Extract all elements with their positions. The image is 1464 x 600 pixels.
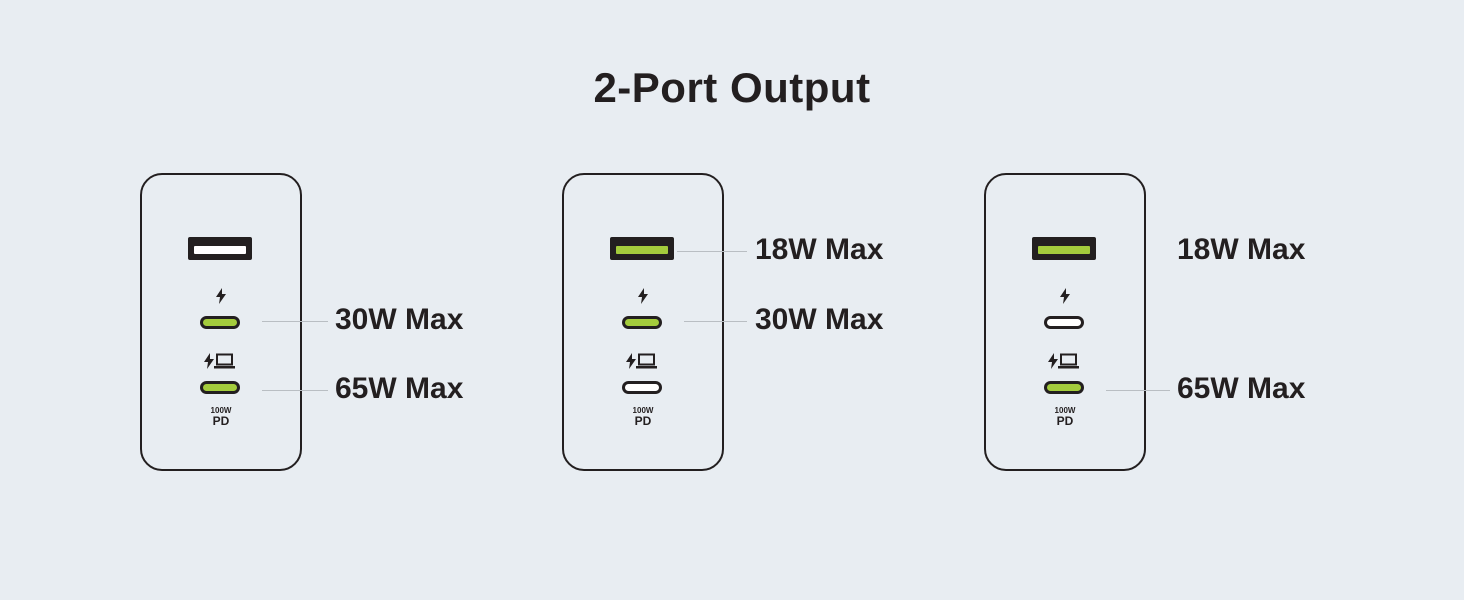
charger-config-2: 100W PD [562,173,724,471]
usb-a-port [610,237,674,260]
lightning-bolt-icon [638,288,648,304]
page-title: 2-Port Output [593,64,871,111]
leader-line-a [677,251,747,252]
lightning-bolt-icon [216,288,226,304]
usb-c-port-1 [1044,316,1084,329]
usb-c-port-2 [622,381,662,394]
output-label-c1: 30W Max [755,303,884,336]
usb-a-port-fill [616,246,668,254]
usb-c-port-1 [200,316,240,329]
pd-watt-label: 100W [632,406,654,415]
leader-line-c2 [262,390,328,391]
lightning-laptop-icon [204,353,235,369]
usb-c-port-1 [622,316,662,329]
usb-a-port-fill [194,246,246,254]
output-label-a: 18W Max [1177,233,1306,266]
leader-line-c1 [684,321,747,322]
charger-config-3: 100W PD [984,173,1146,471]
usb-c-port-2 [1044,381,1084,394]
leader-line-c2 [1106,390,1170,391]
usb-a-port [1032,237,1096,260]
charger-config-1: 100W PD [140,173,302,471]
output-label-c1: 30W Max [335,303,464,336]
lightning-laptop-icon [626,353,657,369]
pd-label: PD [1056,414,1074,428]
output-label-a: 18W Max [755,233,884,266]
pd-watt-label: 100W [210,406,232,415]
output-label-c2: 65W Max [1177,372,1306,405]
usb-a-port-fill [1038,246,1090,254]
pd-label: PD [212,414,230,428]
lightning-bolt-icon [1060,288,1070,304]
leader-line-c1 [262,321,328,322]
output-label-c2: 65W Max [335,372,464,405]
pd-watt-label: 100W [1054,406,1076,415]
pd-label: PD [634,414,652,428]
lightning-laptop-icon [1048,353,1079,369]
usb-a-port [188,237,252,260]
usb-c-port-2 [200,381,240,394]
